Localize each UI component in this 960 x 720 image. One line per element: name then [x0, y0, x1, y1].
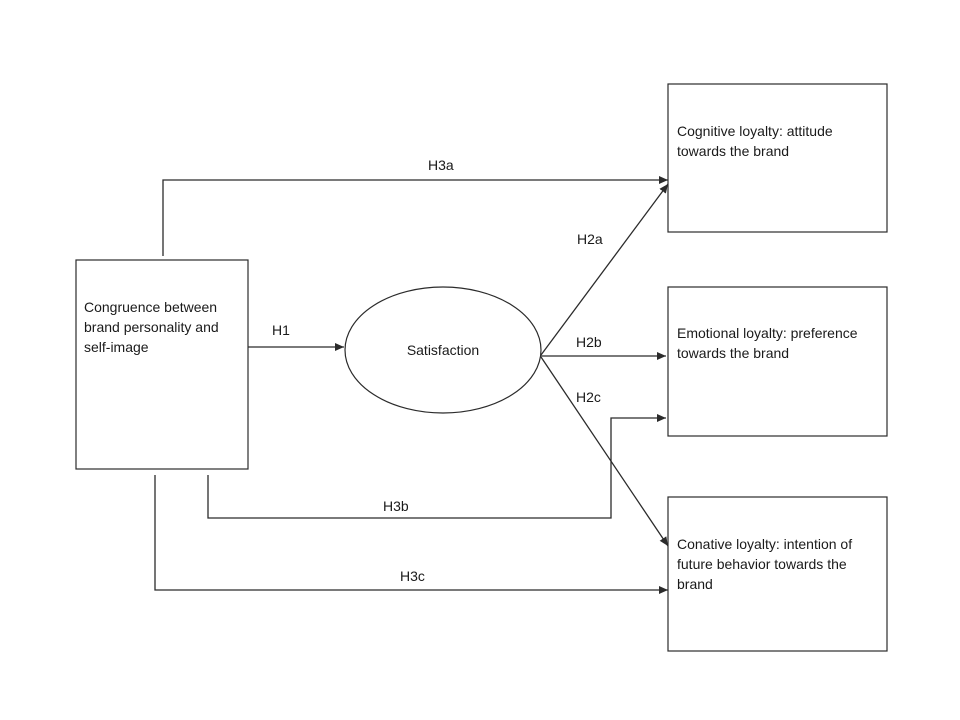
- edge-label-h2b: H2b: [576, 334, 602, 350]
- node-congruence-line-1: Congruence between: [84, 299, 217, 315]
- edge-label-h2a: H2a: [577, 231, 603, 247]
- edge-h3a: [162, 176, 668, 256]
- edge-h2a: [540, 183, 669, 356]
- node-conative-line-3: brand: [677, 576, 713, 592]
- node-conative-line-1: Conative loyalty: intention of: [677, 536, 852, 552]
- edge-h3c: [154, 475, 668, 594]
- edge-label-h3c: H3c: [400, 568, 425, 584]
- edge-label-h3b: H3b: [383, 498, 409, 514]
- node-satisfaction: Satisfaction: [344, 286, 542, 414]
- node-congruence-line-3: self-image: [84, 339, 149, 355]
- edge-h3b: [207, 414, 666, 519]
- node-congruence: Congruence between brand personality and…: [75, 259, 249, 470]
- edge-h2c: [540, 356, 669, 547]
- edge-label-h3a: H3a: [428, 157, 454, 173]
- node-conative-loyalty: Conative loyalty: intention of future be…: [667, 496, 888, 652]
- node-cognitive-line-2: towards the brand: [677, 143, 789, 159]
- edge-label-h2c: H2c: [576, 389, 601, 405]
- node-emotional-loyalty: Emotional loyalty: preference towards th…: [667, 286, 888, 437]
- node-conative-line-2: future behavior towards the: [677, 556, 847, 572]
- node-satisfaction-label: Satisfaction: [407, 342, 479, 358]
- node-congruence-line-2: brand personality and: [84, 319, 219, 335]
- node-emotional-line-2: towards the brand: [677, 345, 789, 361]
- node-emotional-line-1: Emotional loyalty: preference: [677, 325, 858, 341]
- node-cognitive-line-1: Cognitive loyalty: attitude: [677, 123, 833, 139]
- edge-label-h1: H1: [272, 322, 290, 338]
- node-cognitive-loyalty: Cognitive loyalty: attitude towards the …: [667, 83, 888, 233]
